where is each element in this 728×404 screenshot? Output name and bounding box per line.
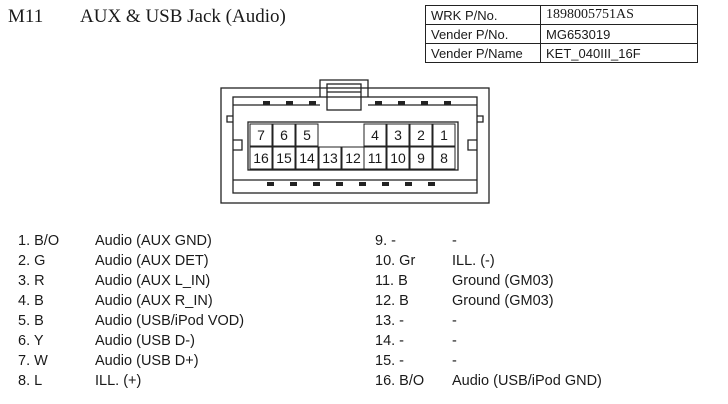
pin-function: -	[452, 353, 457, 369]
pin-wire: 9. -	[375, 233, 396, 249]
info-key: Vender P/No.	[425, 24, 541, 44]
pin-label: 2	[417, 127, 425, 143]
pin-label: 10	[390, 150, 406, 166]
info-value: KET_040III_16F	[540, 43, 698, 63]
pin-label: 3	[394, 127, 402, 143]
pin-wire: 11. B	[375, 273, 408, 289]
pin-wire: 6. Y	[18, 333, 44, 349]
pin-function: ILL. (-)	[452, 253, 495, 269]
pin-label: 16	[253, 150, 269, 166]
pin-label: 11	[367, 150, 383, 166]
info-key: Vender P/Name	[425, 43, 541, 63]
pin-label: 7	[257, 127, 265, 143]
pin-function: ILL. (+)	[95, 373, 142, 389]
pin-wire: 3. R	[18, 273, 45, 289]
info-value: MG653019	[540, 24, 698, 44]
pin-function: Audio (AUX DET)	[95, 253, 209, 269]
part-info-table: WRK P/No. 1898005751AS Vender P/No. MG65…	[425, 5, 698, 63]
pin-function: Audio (USB/iPod VOD)	[95, 313, 245, 329]
connector-code: M11	[8, 6, 44, 27]
pin-wire: 15. -	[375, 353, 405, 369]
pin-label: 14	[299, 150, 315, 166]
pin-function: Ground (GM03)	[452, 273, 554, 289]
pin-wire: 13. -	[375, 313, 405, 329]
pin-label: 8	[440, 150, 448, 166]
info-row: Vender P/Name KET_040III_16F	[425, 43, 698, 63]
pin-label: 1	[440, 127, 448, 143]
pin-wire: 14. -	[375, 333, 405, 349]
pin-function: -	[452, 333, 457, 349]
pin-wire: 4. B	[18, 293, 44, 309]
pin-function: -	[452, 313, 457, 329]
pin-wire: 8. L	[18, 373, 43, 389]
pin-wire: 2. G	[18, 253, 46, 269]
pin-wire: 1. B/O	[18, 233, 60, 249]
connector-title: AUX & USB Jack (Audio)	[80, 6, 286, 27]
info-key: WRK P/No.	[425, 5, 541, 25]
pin-wire: 16. B/O	[375, 373, 425, 389]
pin-function: Audio (USB/iPod GND)	[452, 373, 602, 389]
pin-label: 5	[303, 127, 311, 143]
connector-outline	[220, 79, 490, 204]
pin-label: 4	[371, 127, 379, 143]
pin-function: Audio (AUX R_IN)	[95, 293, 213, 309]
pin-wire: 12. B	[375, 293, 409, 309]
pin-label: 6	[280, 127, 288, 143]
pin-wire: 7. W	[18, 353, 48, 369]
pin-function: Audio (AUX GND)	[95, 233, 212, 249]
info-row: WRK P/No. 1898005751AS	[425, 5, 698, 25]
pin-function: -	[452, 233, 457, 249]
pin-label: 12	[345, 150, 361, 166]
connector-diagram: 7 6 5 4 3 2 1 16 15 14 13 12 11 10 9 8	[220, 78, 494, 206]
info-row: Vender P/No. MG653019	[425, 24, 698, 44]
pin-label: 13	[322, 150, 338, 166]
pin-wire: 10. Gr	[375, 253, 416, 269]
pin-function: Audio (AUX L_IN)	[95, 273, 211, 289]
pin-function: Audio (USB D-)	[95, 333, 195, 349]
pin-label: 15	[276, 150, 292, 166]
pin-label: 9	[417, 150, 425, 166]
pin-function: Ground (GM03)	[452, 293, 554, 309]
pin-function: Audio (USB D+)	[95, 353, 199, 369]
pin-wire: 5. B	[18, 313, 44, 329]
info-value: 1898005751AS	[540, 5, 698, 25]
